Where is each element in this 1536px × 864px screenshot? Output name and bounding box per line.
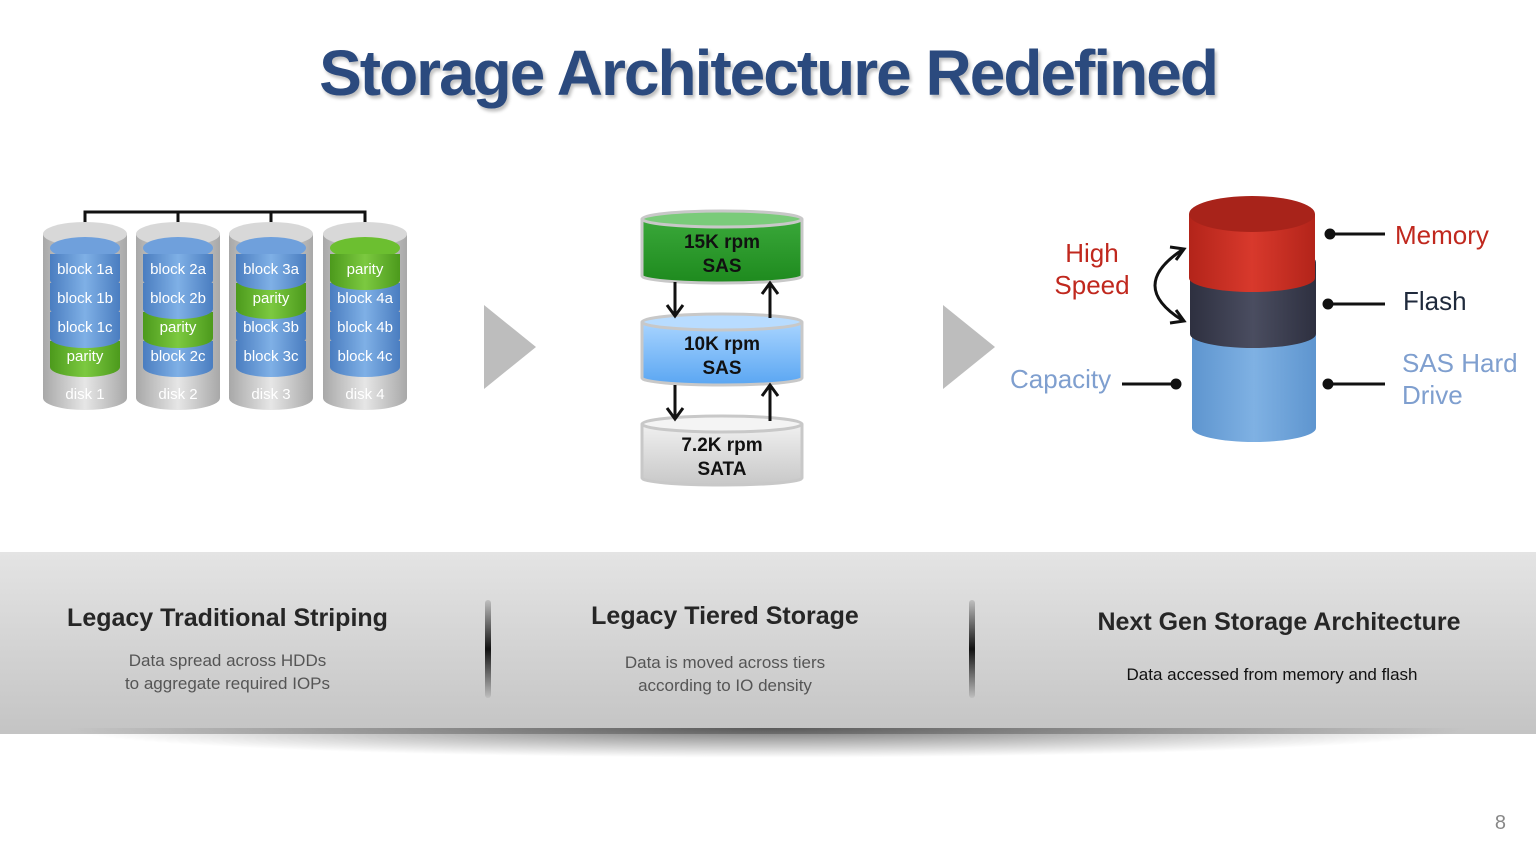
- memory-layer: [1189, 214, 1315, 292]
- disk: block 3c block 3b parity block 3a disk 3: [229, 222, 313, 410]
- panel-desc-line1: Data accessed from memory and flash: [1126, 665, 1418, 684]
- block-label: block 3c: [243, 348, 299, 365]
- next-gen-stack: [1122, 196, 1385, 442]
- tier-10k-sas: 10K rpm SAS: [640, 312, 804, 387]
- up-arrow-icon: [760, 382, 780, 421]
- block-label: block 1a: [57, 261, 114, 278]
- sas-hard-drive-label-line1: SAS Hard: [1402, 348, 1518, 378]
- capacity-label: Capacity: [1010, 364, 1112, 394]
- panel-title: Legacy Traditional Striping: [67, 604, 388, 632]
- block-label: parity: [67, 348, 104, 365]
- separator: [485, 600, 491, 698]
- block-label: block 3b: [243, 319, 299, 336]
- disk: block 2c parity block 2b block 2a disk 2: [136, 222, 220, 410]
- block-label: parity: [253, 290, 290, 307]
- tier-15k-line1: 15K rpm: [684, 232, 760, 253]
- data-block: [143, 283, 213, 319]
- panel-title: Legacy Tiered Storage: [591, 602, 859, 630]
- disk-label: disk 1: [65, 386, 104, 403]
- data-block: [143, 341, 213, 377]
- flash-label: Flash: [1403, 286, 1467, 316]
- diagram-canvas: parity block 1c block 1b block 1a disk 1 bloc…: [43, 196, 1385, 487]
- block-label: block 4c: [337, 348, 393, 365]
- data-block: [236, 312, 306, 348]
- right-arrow-icon: [943, 305, 995, 389]
- data-block: [330, 283, 400, 319]
- data-block: [50, 254, 120, 290]
- block-label: block 4b: [337, 319, 393, 336]
- block-label: block 2b: [150, 290, 206, 307]
- data-block: [236, 254, 306, 290]
- right-arrow-icon: [484, 305, 536, 389]
- block-label: block 2c: [150, 348, 206, 365]
- data-block: [330, 341, 400, 377]
- down-arrow-icon: [665, 282, 685, 319]
- high-speed-label-line2: Speed: [1054, 270, 1130, 300]
- page-number: 8: [1494, 812, 1506, 834]
- tier-7k-line2: SATA: [698, 459, 747, 480]
- high-speed-label-line1: High: [1065, 238, 1119, 268]
- tier-7k-sata: 7.2K rpm SATA: [640, 414, 804, 487]
- raid-striping-diagram: parity block 1c block 1b block 1a disk 1 bloc…: [43, 210, 407, 410]
- panel-striping: Legacy Traditional Striping Data spread …: [20, 604, 435, 695]
- data-block: [50, 283, 120, 319]
- data-block: [236, 341, 306, 377]
- tier-15k-sas: 15K rpm SAS: [640, 209, 804, 285]
- disk-cap: [330, 237, 400, 259]
- tier-10k-line2: SAS: [702, 358, 741, 379]
- tier-movement-arrows: [665, 280, 780, 422]
- disk: block 4c block 4b block 4a parity disk 4: [323, 222, 407, 410]
- block-label: parity: [160, 319, 197, 336]
- parity-block: [50, 341, 120, 377]
- up-arrow-icon: [760, 280, 780, 318]
- tier-7k-line1: 7.2K rpm: [681, 435, 762, 456]
- disk-cap: [143, 237, 213, 259]
- disk-label: disk 2: [158, 386, 197, 403]
- panel-nextgen: Next Gen Storage Architecture Data acces…: [1020, 608, 1536, 686]
- parity-block: [143, 312, 213, 348]
- panel-desc-line2: according to IO density: [638, 676, 812, 695]
- leader-lines: [1122, 228, 1385, 390]
- sas-layer: [1192, 318, 1316, 442]
- curved-arrow-icon: [1153, 248, 1183, 322]
- memory-label: Memory: [1395, 220, 1489, 250]
- panel-desc-line1: Data spread across HDDs: [128, 651, 327, 670]
- data-block: [330, 312, 400, 348]
- data-block: [143, 254, 213, 290]
- disk: parity block 1c block 1b block 1a disk 1: [43, 222, 127, 410]
- page-title: Storage Architecture Redefined: [319, 37, 1219, 109]
- disk-cap: [236, 237, 306, 259]
- raid-disks: parity block 1c block 1b block 1a disk 1 bloc…: [43, 222, 407, 410]
- panel-title: Next Gen Storage Architecture: [1097, 608, 1461, 636]
- disk-label: disk 3: [251, 386, 290, 403]
- tier-10k-line1: 10K rpm: [684, 334, 760, 355]
- summary-band: [0, 552, 1536, 734]
- block-label: parity: [347, 261, 384, 278]
- parity-block: [236, 283, 306, 319]
- sas-hard-drive-label-line2: Drive: [1402, 380, 1463, 410]
- down-arrow-icon: [665, 385, 685, 422]
- block-label: block 2a: [150, 261, 207, 278]
- band-shadow: [60, 728, 1476, 758]
- disk-cap: [50, 237, 120, 259]
- panel-desc-line2: to aggregate required IOPs: [124, 674, 331, 693]
- separator: [969, 600, 975, 698]
- block-label: block 1c: [57, 319, 113, 336]
- disk-label: disk 4: [345, 386, 384, 403]
- block-label: block 1b: [57, 290, 113, 307]
- panel-tiered: Legacy Tiered Storage Data is moved acro…: [520, 602, 930, 697]
- tier-15k-line2: SAS: [702, 256, 741, 277]
- tiered-storage-diagram: 15K rpm SAS 10K rpm SAS 7.2K rpm SATA: [640, 209, 804, 487]
- block-label: block 3a: [243, 261, 300, 278]
- panel-desc-line1: Data is moved across tiers: [624, 653, 826, 672]
- parity-block: [330, 254, 400, 290]
- block-label: block 4a: [337, 290, 394, 307]
- data-block: [50, 312, 120, 348]
